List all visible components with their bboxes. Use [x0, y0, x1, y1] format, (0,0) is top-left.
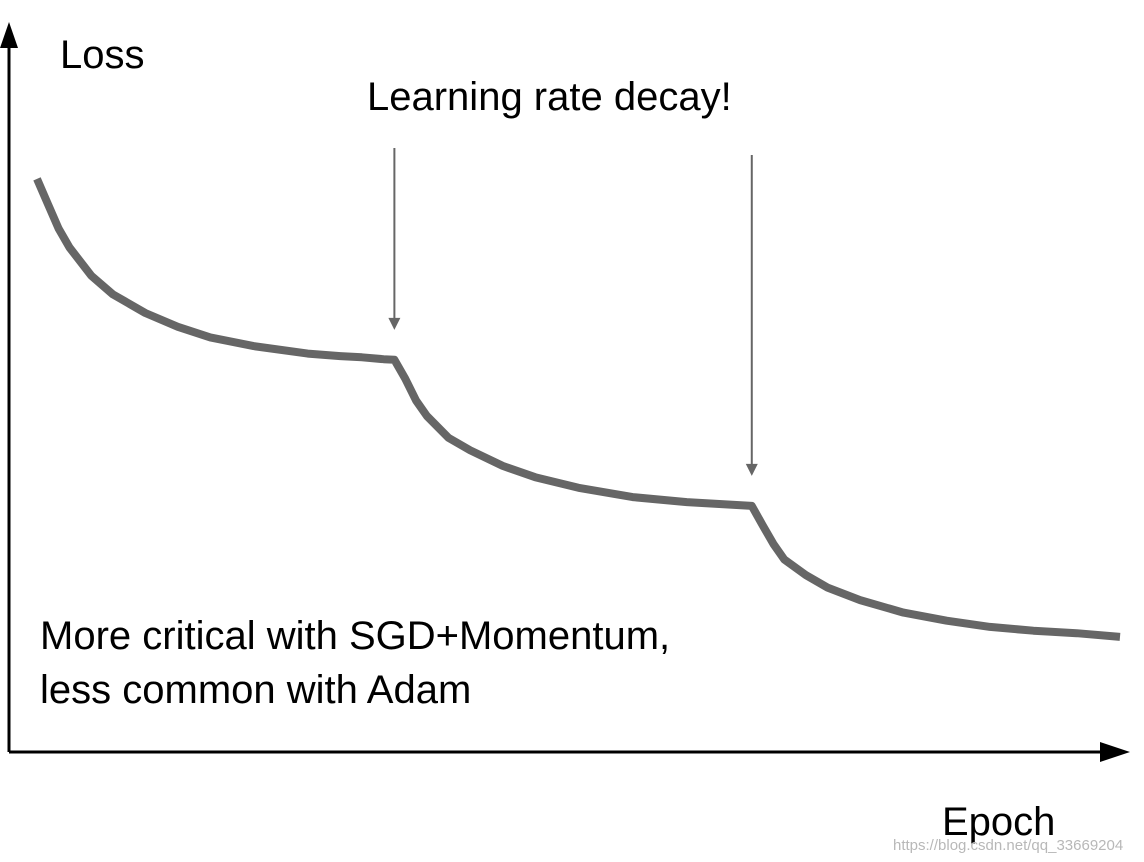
y-axis-label: Loss [60, 33, 145, 77]
x-axis-arrowhead [1100, 742, 1130, 762]
loss-series-line [33, 177, 1121, 641]
decay-arrow-head [388, 317, 401, 330]
y-axis-arrowhead [0, 22, 18, 48]
annotation-sgd-line2: less common with Adam [40, 668, 471, 712]
watermark-text: https://blog.csdn.net/qq_33669204 [893, 837, 1123, 854]
decay-arrow-head [745, 463, 758, 476]
decay-arrows [388, 148, 758, 476]
annotation-lr-decay: Learning rate decay! [367, 75, 732, 119]
x-axis-label: Epoch [942, 800, 1055, 844]
annotation-sgd-line1: More critical with SGD+Momentum, [40, 614, 670, 658]
